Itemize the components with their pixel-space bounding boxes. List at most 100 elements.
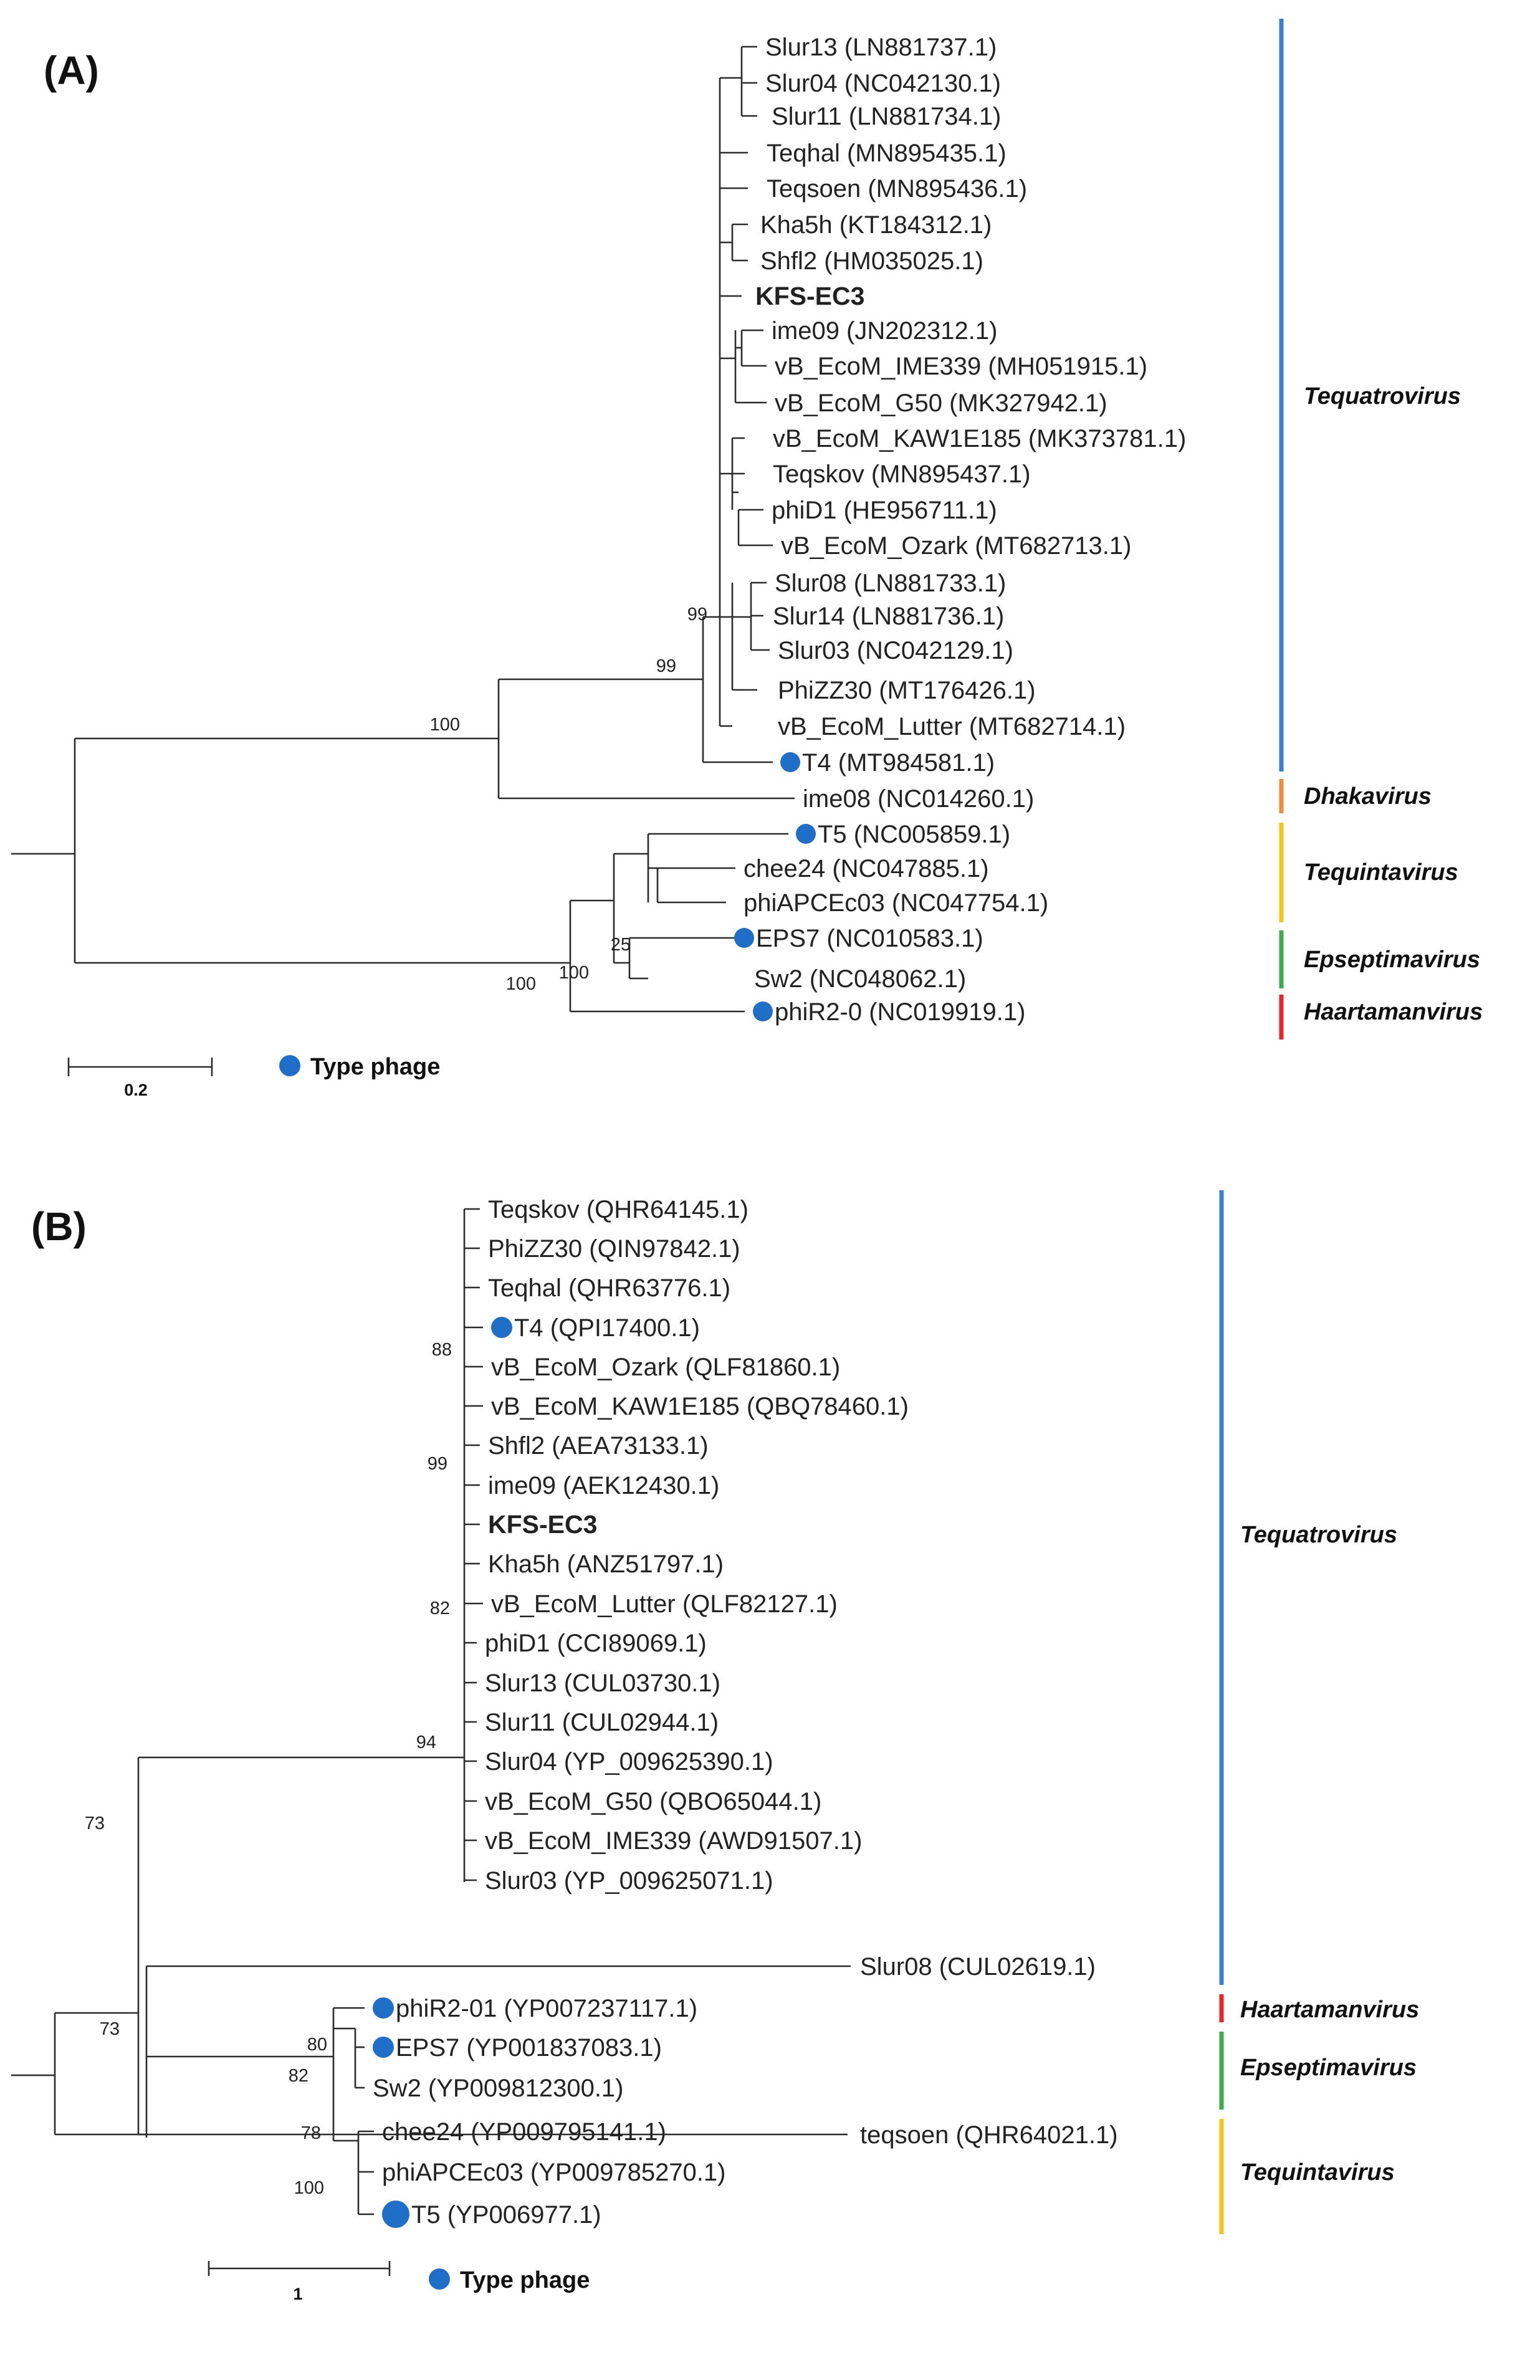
b-tip: KFS-EC3: [488, 1510, 597, 1539]
tip-label: vB_EcoM_KAW1E185 (QBQ78460.1): [491, 1393, 909, 1420]
bootstrap-value: 100: [559, 963, 589, 983]
b-tip: phiD1 (CCI89069.1): [485, 1630, 707, 1657]
panel-b-tip-labels: Teqskov (QHR64145.1)PhiZZ30 (QIN97842.1)…: [373, 1196, 1118, 2229]
tip-label: chee24 (NC047885.1): [744, 855, 989, 882]
b-tip: vB_EcoM_KAW1E185 (QBQ78460.1): [491, 1393, 909, 1420]
b-tip: chee24 (YP009795141.1): [382, 2118, 666, 2146]
tip-label: Sw2 (YP009812300.1): [373, 2075, 624, 2102]
b-tip: EPS7 (YP001837083.1): [373, 2034, 662, 2062]
a-tip: Teqskov (MN895437.1): [773, 461, 1031, 488]
b-tip: vB_EcoM_G50 (QBO65044.1): [485, 1788, 821, 1815]
a-tip: ime08 (NC014260.1): [803, 785, 1034, 813]
a-tip: Shfl2 (HM035025.1): [760, 247, 983, 275]
tip-label: T4 (QPI17400.1): [514, 1314, 700, 1342]
clade-label-tequintavirus: Tequintavirus: [1304, 859, 1458, 886]
a-tip: Slur14 (LN881736.1): [773, 603, 1004, 630]
bootstrap-value: 99: [687, 605, 707, 624]
type-phage-marker: [373, 1997, 394, 2019]
panel-b-legend: Type phage: [429, 2267, 590, 2293]
tip-label: vB_EcoM_IME339 (AWD91507.1): [485, 1827, 862, 1855]
a-tip: Slur11 (LN881734.1): [772, 103, 1001, 130]
a-tip: Sw2 (NC048062.1): [754, 965, 966, 993]
scale-bar-label-b: 1: [293, 2285, 302, 2303]
type-phage-legend-label: Type phage: [310, 1054, 440, 1080]
tip-label: Slur13 (LN881737.1): [765, 34, 997, 61]
b-tip: Teqhal (QHR63776.1): [488, 1274, 730, 1302]
bootstrap-value: 73: [100, 2019, 120, 2039]
tip-label: vB_EcoM_Lutter (MT682714.1): [778, 713, 1126, 740]
tip-label: Kha5h (KT184312.1): [760, 211, 992, 239]
type-phage-marker: [780, 752, 800, 772]
tip-label: T5 (NC005859.1): [818, 821, 1010, 848]
panel-b-branches: [11, 1208, 851, 2215]
bootstrap-value: 25: [611, 935, 631, 955]
b-tip: Shfl2 (AEA73133.1): [488, 1432, 709, 1460]
bootstrap-value: 82: [430, 1599, 450, 1618]
tip-label: phiR2-0 (NC019919.1): [775, 998, 1025, 1026]
clade-label-haartamanvirus: Haartamanvirus: [1304, 999, 1483, 1025]
a-tip: Slur08 (LN881733.1): [775, 570, 1006, 597]
tip-label: ime09 (JN202312.1): [772, 317, 997, 345]
bootstrap-value: 73: [85, 1814, 105, 1833]
a-tip: ime09 (JN202312.1): [772, 317, 997, 345]
tip-label: KFS-EC3: [755, 282, 864, 310]
b-tip: teqsoen (QHR64021.1): [860, 2121, 1118, 2149]
tip-label: phiR2-01 (YP007237117.1): [396, 1995, 697, 2022]
tip-label: vB_EcoM_KAW1E185 (MK373781.1): [773, 425, 1186, 452]
b-tip: Slur11 (CUL02944.1): [485, 1709, 719, 1736]
bootstrap-value: 100: [506, 974, 536, 994]
panel-b-genus-bars: Tequatrovirus Haartamanvirus Epseptimavi…: [1219, 1190, 1419, 2234]
a-tip: KFS-EC3: [755, 282, 864, 310]
tip-label: EPS7 (YP001837083.1): [396, 2034, 662, 2062]
a-tip: vB_EcoM_KAW1E185 (MK373781.1): [773, 425, 1186, 452]
tip-label: ime08 (NC014260.1): [803, 785, 1034, 813]
tip-label: Slur11 (CUL02944.1): [485, 1709, 719, 1736]
a-tip: Teqhal (MN895435.1): [767, 140, 1007, 167]
tip-label: Slur03 (NC042129.1): [778, 637, 1013, 664]
a-tip: phiAPCEc03 (NC047754.1): [744, 889, 1048, 917]
a-tip: Kha5h (KT184312.1): [760, 211, 992, 239]
clade-label-tequatrovirus-b: Tequatrovirus: [1240, 1522, 1397, 1548]
a-tip: Slur04 (NC042130.1): [765, 70, 1001, 97]
tip-label: Shfl2 (HM035025.1): [760, 247, 983, 275]
tip-label: Slur08 (LN881733.1): [775, 570, 1006, 597]
a-tip: vB_EcoM_Lutter (MT682714.1): [778, 713, 1126, 740]
tip-label: phiAPCEc03 (NC047754.1): [744, 889, 1048, 917]
b-tip: PhiZZ30 (QIN97842.1): [488, 1235, 740, 1263]
type-phage-marker: [753, 1001, 773, 1021]
a-tip: phiD1 (HE956711.1): [772, 497, 997, 524]
panel-a-genus-bars: Tequatrovirus Dhakavirus Tequintavirus E…: [1279, 19, 1483, 1039]
a-tip: Slur13 (LN881737.1): [765, 34, 997, 61]
tip-label: KFS-EC3: [488, 1510, 597, 1539]
tip-label: Teqhal (MN895435.1): [767, 140, 1007, 167]
b-tip: Slur08 (CUL02619.1): [860, 1953, 1096, 1981]
clade-label-tequatrovirus: Tequatrovirus: [1304, 383, 1461, 409]
tip-label: vB_EcoM_G50 (QBO65044.1): [485, 1788, 821, 1815]
b-tip: T4 (QPI17400.1): [491, 1314, 700, 1342]
type-phage-legend-marker-b: [429, 2268, 450, 2290]
a-tip: vB_EcoM_Ozark (MT682713.1): [781, 532, 1131, 560]
bootstrap-value: 78: [301, 2123, 321, 2143]
clade-label-epseptimavirus-b: Epseptimavirus: [1240, 2055, 1417, 2081]
bootstrap-value: 99: [656, 656, 676, 676]
tip-label: Teqsoen (MN895436.1): [767, 175, 1027, 203]
tip-label: phiAPCEc03 (YP009785270.1): [382, 2159, 725, 2186]
panel-b: (B): [11, 1190, 1419, 2303]
type-phage-legend-label-b: Type phage: [460, 2267, 590, 2293]
panel-a-label: (A): [44, 48, 99, 93]
b-tip: Slur03 (YP_009625071.1): [485, 1867, 773, 1895]
panel-b-scale-bar: 1: [208, 2261, 391, 2303]
tip-label: EPS7 (NC010583.1): [756, 925, 983, 952]
tip-label: Teqhal (QHR63776.1): [488, 1274, 730, 1302]
b-tip: Sw2 (YP009812300.1): [373, 2075, 624, 2102]
a-tip: EPS7 (NC010583.1): [734, 925, 983, 952]
panel-a-bootstrap-values: 99 99 100 25 100 100: [430, 605, 707, 994]
a-tip: phiR2-0 (NC019919.1): [753, 998, 1025, 1026]
tip-label: vB_EcoM_G50 (MK327942.1): [775, 389, 1107, 417]
bootstrap-value: 100: [430, 715, 460, 735]
tip-label: Kha5h (ANZ51797.1): [488, 1551, 724, 1578]
tip-label: phiD1 (HE956711.1): [772, 497, 997, 524]
bootstrap-value: 82: [289, 2066, 308, 2086]
b-tip: ime09 (AEK12430.1): [488, 1472, 719, 1499]
